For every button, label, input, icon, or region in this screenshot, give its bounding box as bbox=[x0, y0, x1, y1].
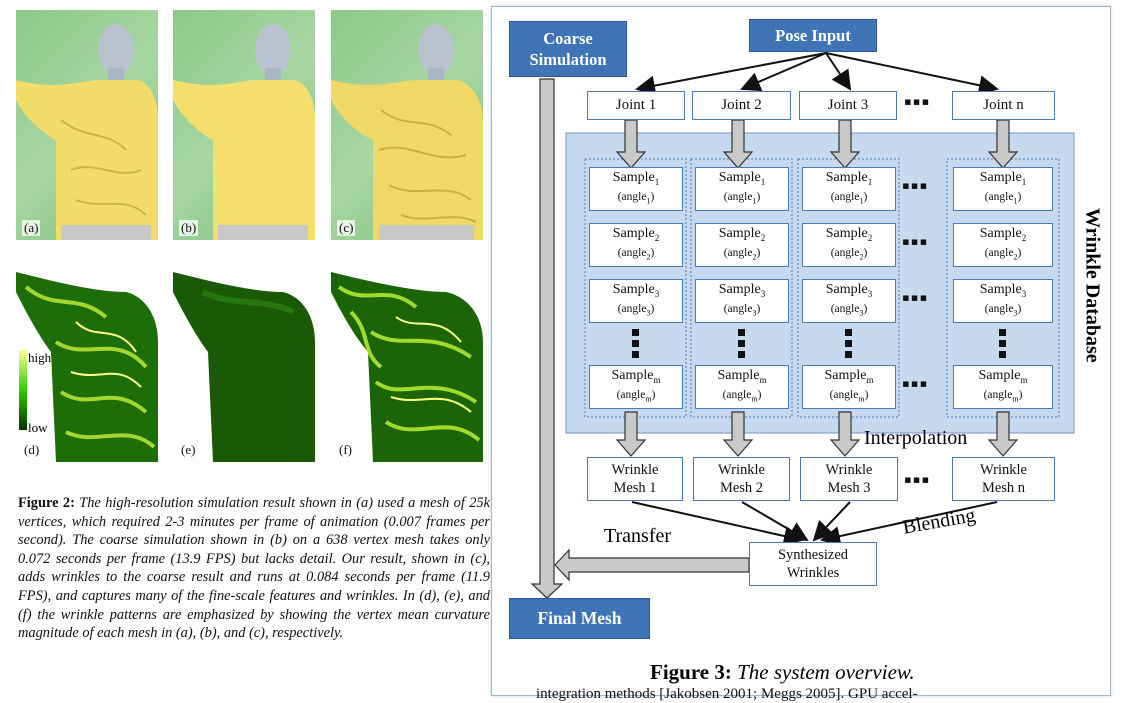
sample-row-ellipsis: ▪▪▪ bbox=[902, 285, 929, 310]
panel-a: (a) bbox=[16, 10, 158, 240]
sample-cell: Sample3(angle3) bbox=[695, 279, 789, 323]
final-mesh-box: Final Mesh bbox=[509, 598, 650, 639]
figure3-diagram: Coarse Simulation Pose Input Joint 1 Joi… bbox=[491, 6, 1111, 696]
figure3-caption: Figure 3: The system overview. bbox=[650, 660, 915, 685]
coarse-simulation-box: Coarse Simulation bbox=[509, 21, 627, 77]
panel-label-e: (e) bbox=[179, 442, 198, 458]
sample-cell: Sample1(angle1) bbox=[802, 167, 896, 211]
interpolation-label: Interpolation bbox=[864, 427, 968, 449]
panel-label-c: (c) bbox=[337, 220, 356, 236]
vertical-ellipsis bbox=[738, 329, 746, 362]
vertical-ellipsis bbox=[999, 329, 1007, 362]
panel-f: (f) bbox=[331, 272, 483, 462]
cutoff-body-text: integration methods [Jakobsen 2001; Megg… bbox=[536, 686, 918, 702]
figure2-caption: Figure 2: The high-resolution simulation… bbox=[18, 494, 490, 643]
panel-label-f: (f) bbox=[337, 442, 354, 458]
vertical-ellipsis bbox=[632, 329, 640, 362]
wrinkle-mesh-n-box: Wrinkle Mesh n bbox=[952, 457, 1055, 501]
joint-3-box: Joint 3 bbox=[799, 91, 897, 120]
synthesized-wrinkles-box: Synthesized Wrinkles bbox=[749, 542, 877, 586]
coarse-simulation-label: Coarse Simulation bbox=[529, 29, 607, 69]
sample-row-ellipsis: ▪▪▪ bbox=[902, 229, 929, 254]
figure2-caption-label: Figure 2: bbox=[18, 495, 75, 511]
sample-cell: Sample2(angle2) bbox=[589, 223, 683, 267]
joint-n-box: Joint n bbox=[952, 91, 1055, 120]
sample-cell: Sample1(angle1) bbox=[953, 167, 1053, 211]
sample-cell: Sample2(angle2) bbox=[802, 223, 896, 267]
joint-2-box: Joint 2 bbox=[692, 91, 791, 120]
panel-label-a: (a) bbox=[22, 220, 41, 236]
sample-cell: Samplem(anglem) bbox=[953, 365, 1053, 409]
joint-n-label: Joint n bbox=[983, 97, 1024, 113]
wrinkle-mesh-2-box: Wrinkle Mesh 2 bbox=[693, 457, 790, 501]
sample-cell: Samplem(anglem) bbox=[695, 365, 789, 409]
sample-cell: Sample3(angle3) bbox=[589, 279, 683, 323]
figure3-caption-text: The system overview. bbox=[737, 660, 915, 684]
figure3-caption-label: Figure 3: bbox=[650, 660, 732, 684]
shirt-render-b bbox=[173, 24, 315, 240]
sample-row-ellipsis: ▪▪▪ bbox=[902, 371, 929, 396]
curvature-map-f bbox=[331, 272, 483, 462]
transfer-label: Transfer bbox=[604, 525, 672, 547]
wrinkle-mesh-1-box: Wrinkle Mesh 1 bbox=[587, 457, 683, 501]
panel-e: (e) bbox=[173, 272, 315, 462]
pose-input-box: Pose Input bbox=[749, 19, 877, 52]
joint-2-label: Joint 2 bbox=[721, 97, 762, 113]
sample-cell: Sample1(angle1) bbox=[589, 167, 683, 211]
sample-cell: Sample3(angle3) bbox=[802, 279, 896, 323]
curvature-map-e bbox=[173, 272, 315, 462]
wrinkle-mesh-3-label: Wrinkle Mesh 3 bbox=[825, 462, 873, 496]
sample-row-ellipsis: ▪▪▪ bbox=[902, 173, 929, 198]
pose-input-label: Pose Input bbox=[775, 25, 851, 45]
joint-1-label: Joint 1 bbox=[615, 97, 657, 113]
panel-label-b: (b) bbox=[179, 220, 199, 236]
wrinkle-mesh-n-label: Wrinkle Mesh n bbox=[980, 462, 1027, 496]
joint-3-label: Joint 3 bbox=[827, 97, 869, 113]
panel-b: (b) bbox=[173, 10, 315, 240]
legend-low: low bbox=[28, 420, 48, 435]
sample-cell: Samplem(anglem) bbox=[802, 365, 896, 409]
joint-1-box: Joint 1 bbox=[587, 91, 685, 120]
panel-c: (c) bbox=[331, 10, 483, 240]
wrinkle-mesh-2-label: Wrinkle Mesh 2 bbox=[718, 462, 765, 496]
shirt-render-c bbox=[331, 24, 483, 240]
sample-cell: Sample2(angle2) bbox=[695, 223, 789, 267]
sample-cell: Samplem(anglem) bbox=[589, 365, 683, 409]
wrinkle-database-label: Wrinkle Database bbox=[1074, 190, 1110, 380]
vertical-ellipsis bbox=[845, 329, 853, 362]
joint-ellipsis: ▪▪▪ bbox=[904, 89, 931, 114]
shirt-render-a bbox=[16, 24, 158, 240]
wrinkle-mesh-3-box: Wrinkle Mesh 3 bbox=[800, 457, 898, 501]
sample-cell: Sample2(angle2) bbox=[953, 223, 1053, 267]
wrinkle-database-text: Wrinkle Database bbox=[1081, 207, 1104, 363]
sample-cell: Sample3(angle3) bbox=[953, 279, 1053, 323]
final-mesh-label: Final Mesh bbox=[537, 608, 622, 628]
panel-d: high low (d) bbox=[16, 272, 158, 462]
synthesized-wrinkles-label: Synthesized Wrinkles bbox=[777, 547, 849, 581]
sample-cell: Sample1(angle1) bbox=[695, 167, 789, 211]
legend-high: high bbox=[28, 350, 52, 365]
panel-label-d: (d) bbox=[22, 442, 42, 458]
figure2-caption-text: The high-resolution simulation result sh… bbox=[18, 495, 490, 642]
wrinkle-mesh-1-label: Wrinkle Mesh 1 bbox=[611, 462, 659, 496]
mesh-ellipsis: ▪▪▪ bbox=[904, 467, 931, 492]
curvature-map-d bbox=[16, 272, 158, 462]
